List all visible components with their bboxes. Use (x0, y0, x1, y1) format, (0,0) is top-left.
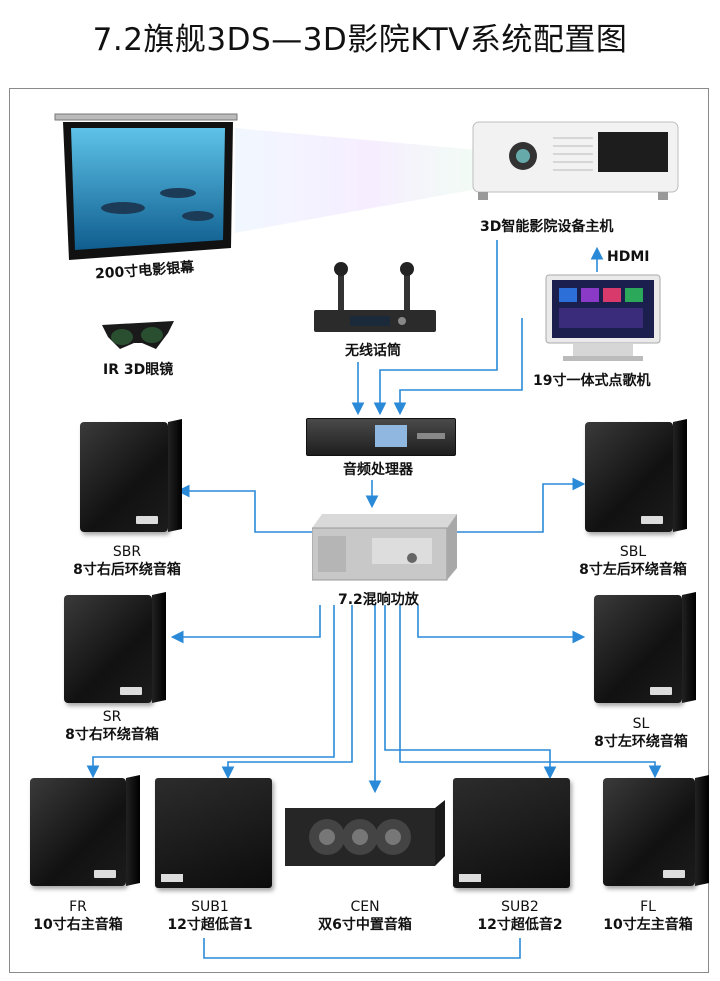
sbl-label: SBL 8寸左后环绕音箱 (568, 543, 698, 579)
speaker-sbl (585, 419, 687, 532)
cen-code: CEN (350, 899, 380, 915)
processor-label: 音频处理器 (343, 462, 413, 478)
jukebox-label: 19寸一体式点歌机 (533, 373, 651, 389)
subwoofer-sub2 (453, 778, 570, 888)
sub2-name: 12寸超低音2 (477, 917, 563, 933)
speaker-sl (594, 592, 696, 703)
diagram-frame (9, 88, 709, 973)
amplifier (311, 508, 457, 586)
sl-label: SL 8寸左环绕音箱 (576, 715, 706, 751)
sub2-label: SUB2 12寸超低音2 (460, 898, 580, 934)
sbr-code: SBR (112, 544, 142, 560)
projector (468, 108, 683, 206)
sr-label: SR 8寸右环绕音箱 (47, 708, 177, 744)
3d-glasses-icon (98, 315, 178, 355)
sbl-code: SBL (619, 544, 647, 560)
sbr-name: 8寸右后环绕音箱 (73, 562, 181, 578)
audio-processor (306, 418, 456, 456)
sbl-name: 8寸左后环绕音箱 (579, 562, 687, 578)
microphone-label: 无线话筒 (345, 343, 401, 359)
sub1-code: SUB1 (191, 899, 229, 915)
fr-code: FR (69, 899, 87, 915)
projection-beam (235, 128, 510, 233)
fr-name: 10寸右主音箱 (33, 917, 123, 933)
hdmi-label: HDMI (607, 249, 650, 265)
speaker-sr (64, 592, 166, 703)
speaker-sbr (80, 419, 182, 532)
jukebox-touchscreen (543, 272, 663, 364)
projection-screen (53, 108, 243, 268)
sub1-label: SUB1 12寸超低音1 (150, 898, 270, 934)
sl-name: 8寸左环绕音箱 (594, 734, 688, 750)
glasses-label: IR 3D眼镜 (103, 362, 174, 378)
subwoofer-sub1 (155, 778, 272, 888)
fr-label: FR 10寸右主音箱 (18, 898, 138, 934)
sub2-code: SUB2 (501, 899, 539, 915)
wireless-microphone (310, 262, 440, 342)
speaker-fr (30, 775, 140, 886)
amplifier-label: 7.2混响功放 (338, 592, 419, 608)
fl-name: 10寸左主音箱 (603, 917, 693, 933)
sr-name: 8寸右环绕音箱 (65, 727, 159, 743)
sl-code: SL (632, 716, 650, 732)
sr-code: SR (102, 709, 122, 725)
projector-label: 3D智能影院设备主机 (480, 219, 614, 235)
speaker-cen (285, 800, 445, 870)
cen-label: CEN 双6寸中置音箱 (305, 898, 425, 934)
fl-label: FL 10寸左主音箱 (588, 898, 708, 934)
page-title: 7.2旗舰3DS—3D影院KTV系统配置图 (92, 22, 628, 58)
cen-name: 双6寸中置音箱 (318, 917, 412, 933)
fl-code: FL (640, 899, 656, 915)
sbr-label: SBR 8寸右后环绕音箱 (62, 543, 192, 579)
speaker-fl (603, 775, 709, 886)
sub1-name: 12寸超低音1 (167, 917, 253, 933)
